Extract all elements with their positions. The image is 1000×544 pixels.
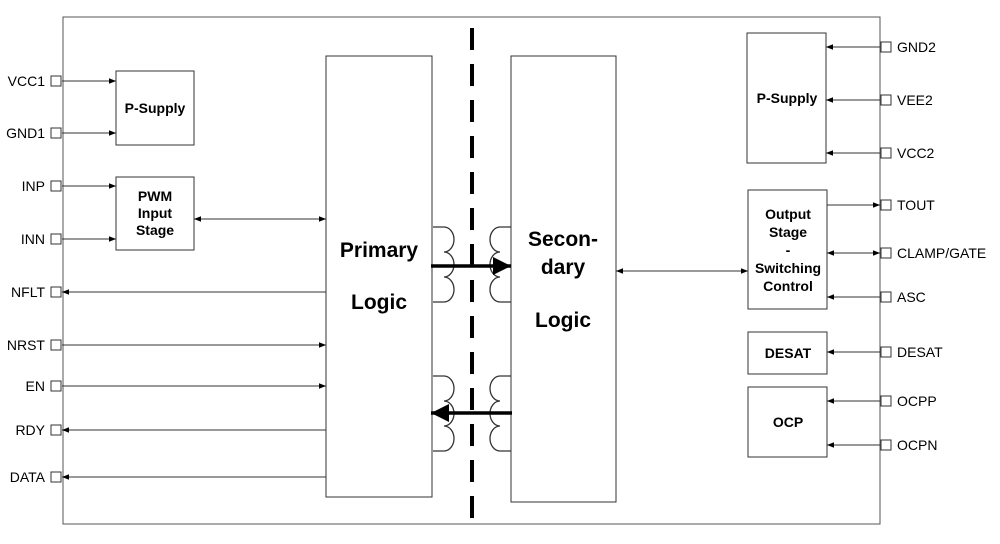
desat-block: DESAT: [747, 331, 828, 375]
pin-nrst: NRST: [7, 337, 62, 353]
pin-gnd2: GND2: [880, 39, 936, 55]
pin-inn: INN: [21, 231, 62, 247]
block-label: Secon-: [528, 228, 598, 251]
block-label: Switching: [755, 260, 821, 276]
pin-label: VCC2: [897, 145, 935, 161]
pin-label: INN: [21, 231, 45, 247]
block-label: Control: [763, 278, 813, 294]
pin-label: RDY: [15, 422, 45, 438]
pin-desat: DESAT: [880, 344, 943, 360]
right-connections: [616, 44, 880, 448]
pin-label: INP: [22, 178, 45, 194]
output-stage-block: Output Stage - Switching Control: [747, 189, 828, 310]
pin-label: CLAMP/GATE: [897, 245, 986, 261]
block-label: P-Supply: [125, 100, 186, 116]
left-connections: [62, 78, 326, 480]
pin-label: VCC1: [8, 73, 46, 89]
block-label: PWM: [138, 188, 172, 204]
pin-label: GND1: [6, 125, 45, 141]
pin-vee2: VEE2: [880, 92, 933, 108]
pin-inp: INP: [22, 178, 62, 194]
p-supply-right-block: P-Supply: [746, 32, 827, 164]
pwm-input-stage-block: PWM Input Stage: [115, 176, 195, 251]
block-label: DESAT: [765, 345, 812, 361]
ocp-block: OCP: [747, 386, 828, 458]
pin-label: OCPP: [897, 393, 937, 409]
block-label: -: [786, 242, 791, 258]
p-supply-left-block: P-Supply: [115, 70, 195, 146]
pin-label: DATA: [10, 469, 46, 485]
pin-clamp-gate: CLAMP/GATE: [880, 245, 986, 261]
pin-vcc1: VCC1: [8, 73, 62, 89]
pin-label: NRST: [7, 337, 46, 353]
pin-rdy: RDY: [15, 422, 62, 438]
pin-label: OCPN: [897, 437, 937, 453]
block-label: Stage: [769, 224, 807, 240]
pin-gnd1: GND1: [6, 125, 62, 141]
pin-en: EN: [26, 378, 62, 394]
block-label: Input: [138, 205, 173, 221]
block-label: Output: [765, 206, 811, 222]
primary-logic-block: Primary Logic: [325, 55, 433, 498]
pin-data: DATA: [10, 469, 62, 485]
pin-ocpp: OCPP: [880, 393, 937, 409]
pin-label: EN: [26, 378, 45, 394]
block-label: dary: [541, 256, 586, 279]
pin-label: NFLT: [11, 284, 45, 300]
block-label: Primary: [340, 239, 419, 262]
block-label: OCP: [773, 414, 803, 430]
secondary-logic-block: Secon- dary Logic: [510, 55, 617, 503]
package-outline: [62, 16, 881, 525]
pin-label: DESAT: [897, 344, 943, 360]
pin-label: ASC: [897, 289, 926, 305]
pin-label: TOUT: [897, 197, 935, 213]
block-label: Stage: [136, 222, 174, 238]
block-label: Logic: [535, 309, 591, 332]
pin-asc: ASC: [880, 289, 926, 305]
pin-tout: TOUT: [880, 197, 935, 213]
block-label: P-Supply: [757, 90, 818, 106]
pin-label: GND2: [897, 39, 936, 55]
pin-ocpn: OCPN: [880, 437, 937, 453]
pin-nflt: NFLT: [11, 284, 62, 300]
pin-label: VEE2: [897, 92, 933, 108]
block-label: Logic: [351, 291, 407, 314]
pin-vcc2: VCC2: [880, 145, 935, 161]
